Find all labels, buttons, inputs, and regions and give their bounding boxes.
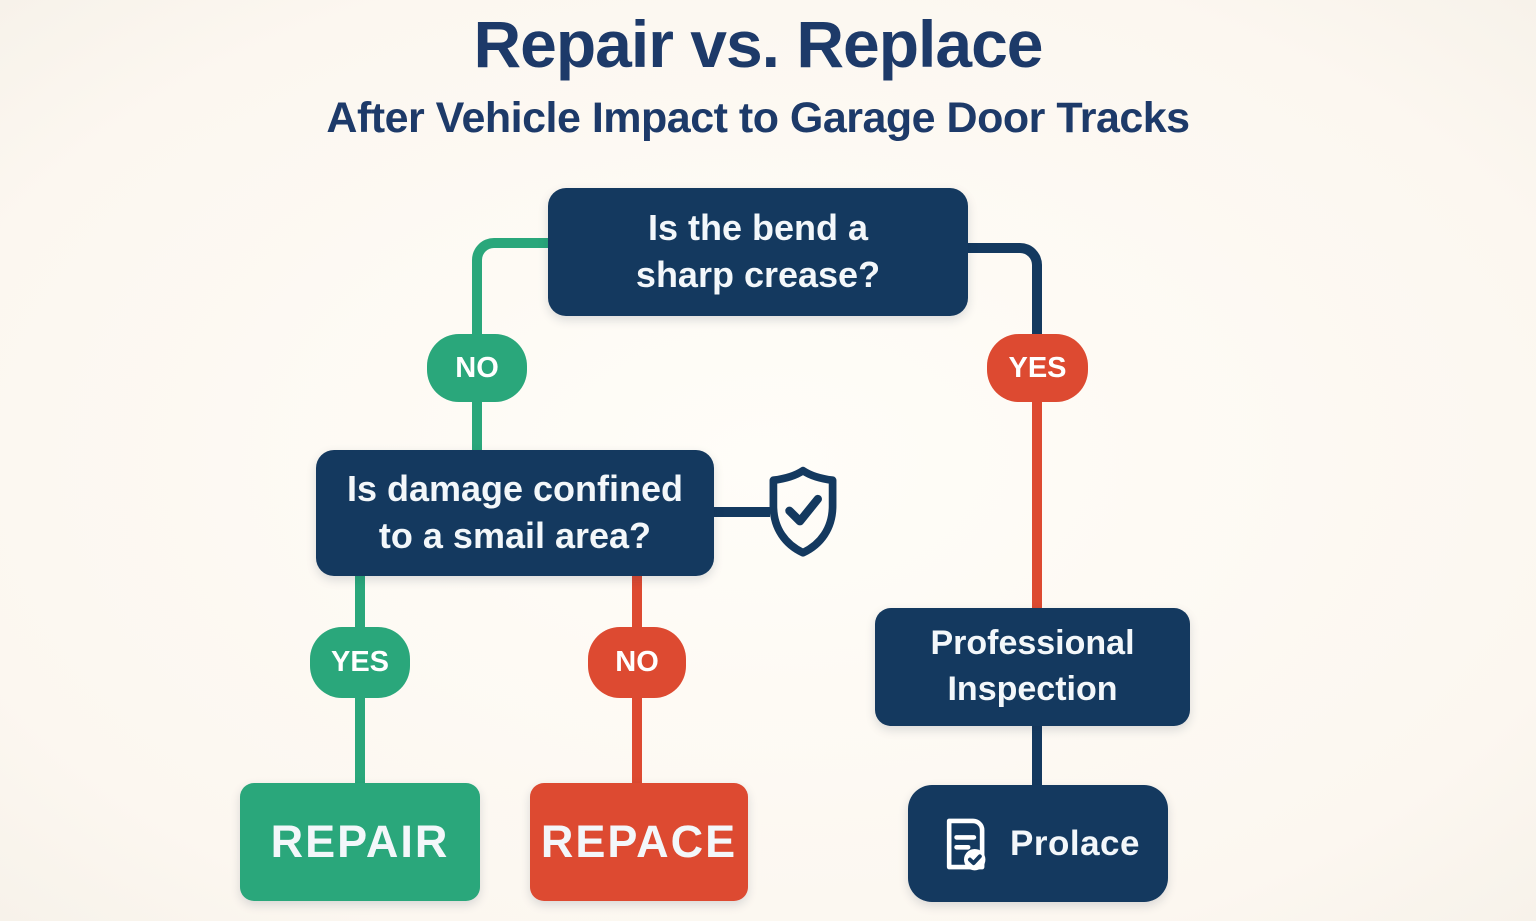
outcome-replace-label: REPACE [540, 816, 738, 867]
decision-damage-confined-line2: to a smail area? [378, 515, 652, 556]
connector-inspection-to-prolace [1032, 724, 1042, 786]
decision-sharp-crease: Is the bend a sharp crease? [548, 188, 968, 316]
decision-damage-confined-line1: Is damage confined [346, 468, 684, 510]
badge-no-lower: NO [588, 627, 686, 698]
badge-yes-lower-label: YES [330, 646, 390, 678]
connector-top-to-no-elbow [472, 238, 550, 328]
outcome-prolace: Prolace [908, 785, 1168, 902]
badge-yes-lower: YES [310, 627, 410, 698]
outcome-prolace-label: Prolace [1010, 823, 1140, 863]
badge-no-upper: NO [427, 334, 527, 402]
decision-sharp-crease-line1: Is the bend a [647, 207, 869, 249]
connector-yes-to-inspection [1032, 368, 1042, 608]
outcome-repair: REPAIR [240, 783, 480, 901]
connector-top-to-yes-elbow [966, 243, 1042, 333]
page-subtitle: After Vehicle Impact to Garage Door Trac… [326, 94, 1190, 142]
decision-damage-confined: Is damage confined to a smail area? [316, 450, 714, 576]
badge-yes-upper: YES [987, 334, 1088, 402]
connector-damage-to-shield [712, 507, 770, 517]
badge-yes-upper-label: YES [1008, 351, 1067, 384]
page-title: Repair vs. Replace [473, 7, 1044, 81]
badge-no-upper-label: NO [455, 351, 499, 384]
inspection-line2: Inspection [947, 670, 1118, 708]
node-professional-inspection: Professional Inspection [875, 608, 1190, 726]
inspection-line1: Professional [930, 624, 1135, 663]
decision-sharp-crease-line2: sharp crease? [635, 254, 881, 295]
badge-no-lower-label: NO [615, 646, 659, 678]
outcome-replace: REPACE [530, 783, 748, 901]
outcome-repair-label: REPAIR [270, 816, 450, 867]
shield-check-icon [766, 465, 840, 559]
document-check-icon [936, 814, 992, 874]
